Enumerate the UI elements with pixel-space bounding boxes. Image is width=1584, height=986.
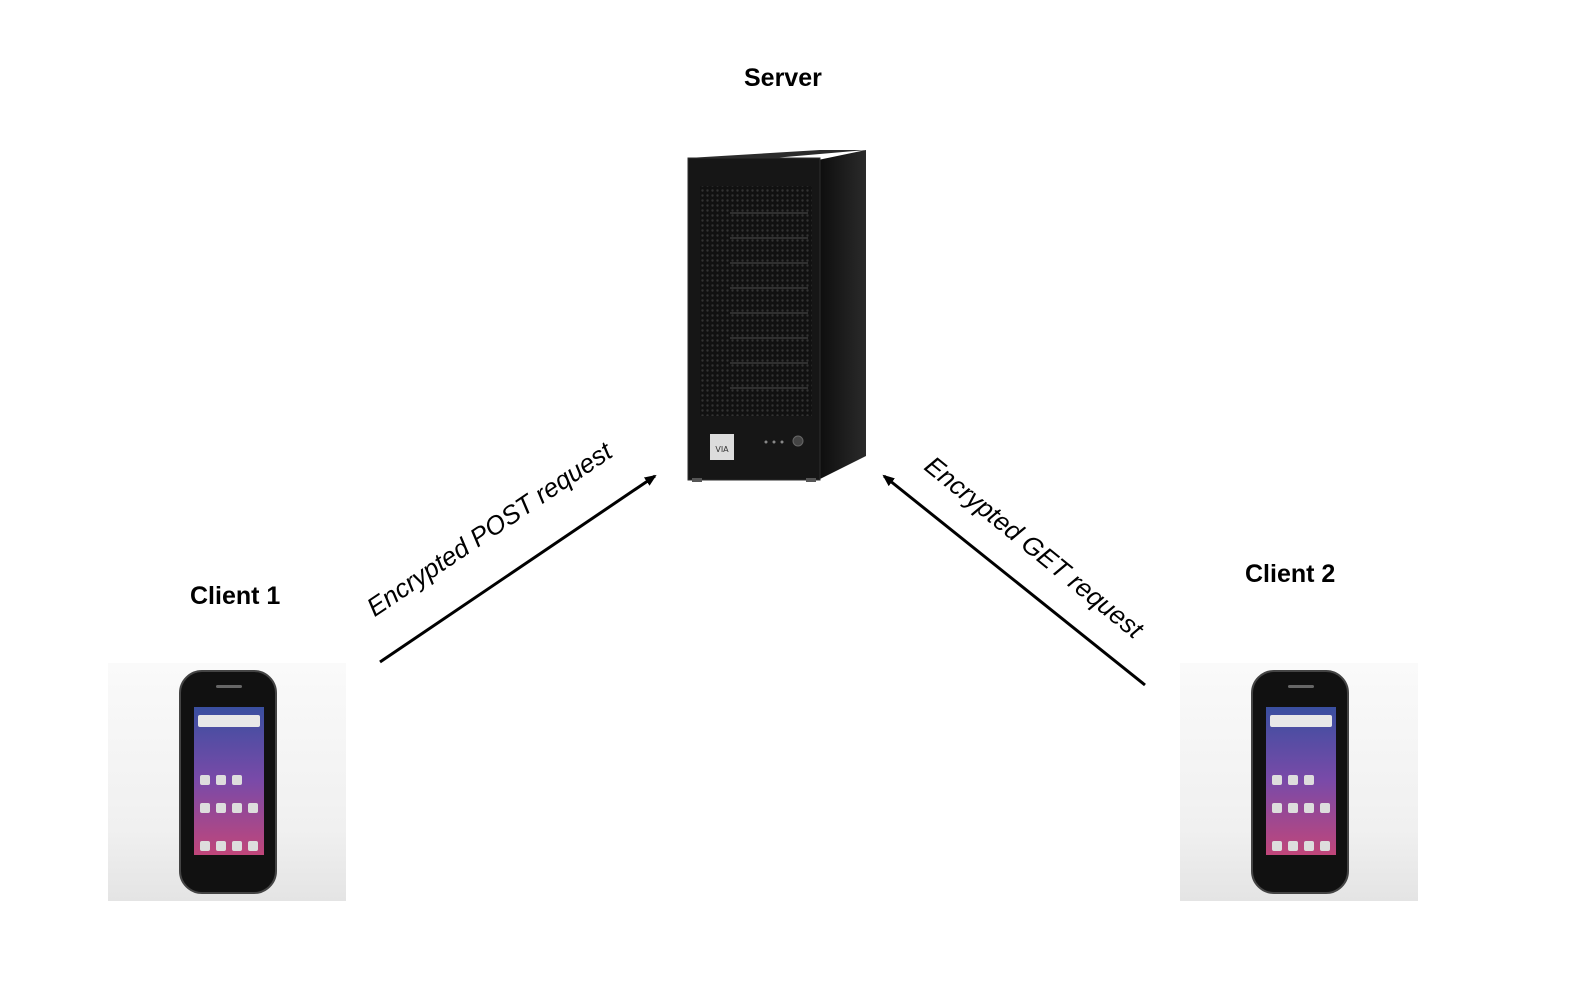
arrow-post [379, 474, 657, 664]
client1-label: Client 1 [190, 582, 281, 610]
arrow-get [882, 474, 1146, 687]
client2-label: Client 2 [1245, 560, 1336, 588]
server-label: Server [744, 64, 822, 92]
client2-phone-icon [1180, 663, 1418, 901]
server-tower-icon: VIA [670, 138, 900, 498]
svg-text:VIA: VIA [715, 445, 729, 454]
client1-phone-icon [108, 663, 346, 901]
